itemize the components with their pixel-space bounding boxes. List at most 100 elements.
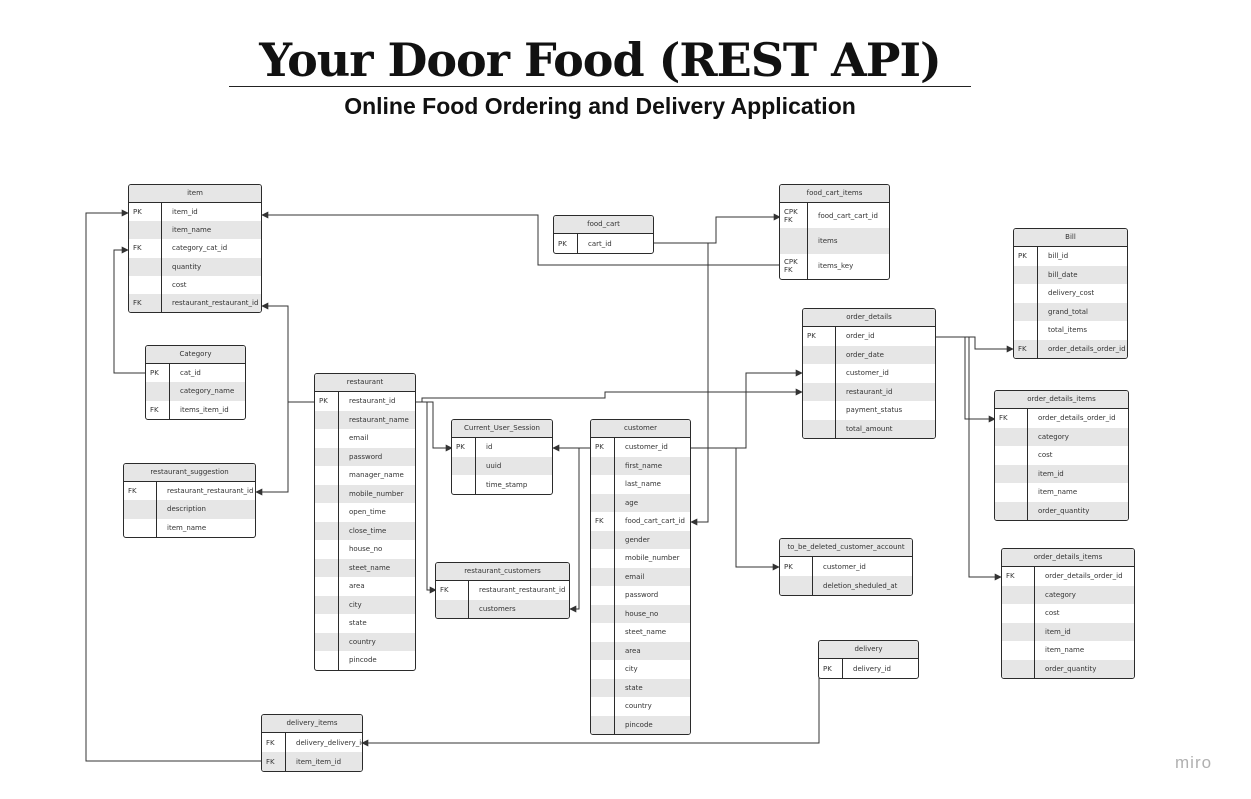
entity-field-row: steet_name	[315, 558, 415, 577]
field-name: category	[1038, 432, 1069, 441]
entity-field-row: area	[315, 577, 415, 596]
field-name: area	[625, 646, 641, 655]
field-name: order_quantity	[1038, 506, 1090, 515]
field-name: grand_total	[1048, 307, 1088, 316]
key-marker	[315, 558, 339, 577]
entity-field-row: total_items	[1014, 321, 1127, 340]
field-name: steet_name	[625, 628, 667, 637]
field-name: restaurant_restaurant_id	[172, 299, 259, 308]
key-marker	[780, 228, 808, 254]
connector-order-details-bill	[935, 336, 1014, 353]
field-name: time_stamp	[486, 480, 528, 489]
field-name: uuid	[486, 462, 502, 471]
field-name: pincode	[625, 720, 653, 729]
key-marker	[591, 604, 615, 623]
field-name: country	[625, 702, 652, 711]
field-name: item_id	[172, 208, 198, 217]
entity-field-row: house_no	[315, 540, 415, 559]
entity-field-row: country	[591, 697, 690, 716]
field-name: age	[625, 498, 639, 507]
entity-title: delivery	[819, 641, 918, 659]
entity-field-row: steet_name	[591, 623, 690, 642]
key-marker	[995, 446, 1028, 465]
field-name: item_name	[172, 226, 212, 235]
entity-field-row: customer_id	[803, 364, 935, 383]
entity-title: food_cart_items	[780, 185, 889, 203]
entity-field-row: email	[591, 567, 690, 586]
key-marker	[315, 503, 339, 522]
key-marker	[591, 567, 615, 586]
key-marker	[591, 678, 615, 697]
field-name: items_item_id	[180, 405, 229, 414]
field-name: quantity	[172, 262, 202, 271]
field-name: category_cat_id	[172, 244, 228, 253]
key-marker	[129, 257, 162, 276]
field-name: email	[349, 434, 369, 443]
entity-field-row: age	[591, 493, 690, 512]
key-marker: PK	[803, 327, 836, 346]
key-marker: PK	[554, 234, 578, 253]
field-name: cost	[1038, 451, 1053, 460]
entity-field-row: item_name	[129, 221, 261, 240]
key-marker	[315, 466, 339, 485]
entity-field-row: country	[315, 632, 415, 651]
key-marker: CPK FK	[780, 253, 808, 279]
key-marker	[1014, 321, 1038, 340]
field-name: city	[349, 600, 362, 609]
field-name: customer_id	[625, 443, 668, 452]
entity-field-row: item_id	[995, 464, 1128, 483]
key-marker: FK	[1014, 339, 1038, 358]
key-marker	[591, 623, 615, 642]
entity-title: restaurant_suggestion	[124, 464, 255, 482]
field-name: state	[349, 619, 367, 628]
entity-field-row: quantity	[129, 257, 261, 276]
field-name: item_name	[167, 523, 207, 532]
entity-field-row: item_name	[995, 483, 1128, 502]
entity-field-row: customers	[436, 599, 569, 618]
entity-field-row: cost	[129, 275, 261, 294]
entity-field-row: restaurant_name	[315, 410, 415, 429]
entity-field-row: payment_status	[803, 401, 935, 420]
key-marker	[803, 419, 836, 438]
key-marker	[315, 447, 339, 466]
key-marker: FK	[591, 512, 615, 531]
entity-field-row: items	[780, 228, 889, 254]
key-marker: FK	[146, 400, 170, 419]
key-marker: PK	[146, 364, 170, 383]
entity-field-row: item_name	[124, 518, 255, 537]
entity-field-row: last_name	[591, 475, 690, 494]
entity-field-row: gender	[591, 530, 690, 549]
entity-field-row: FK items_item_id	[146, 400, 245, 419]
key-marker	[436, 599, 469, 618]
key-marker	[1002, 585, 1035, 604]
field-name: gender	[625, 535, 650, 544]
entity-field-row: password	[315, 447, 415, 466]
key-marker: FK	[1002, 567, 1035, 586]
key-marker: PK	[780, 557, 813, 576]
